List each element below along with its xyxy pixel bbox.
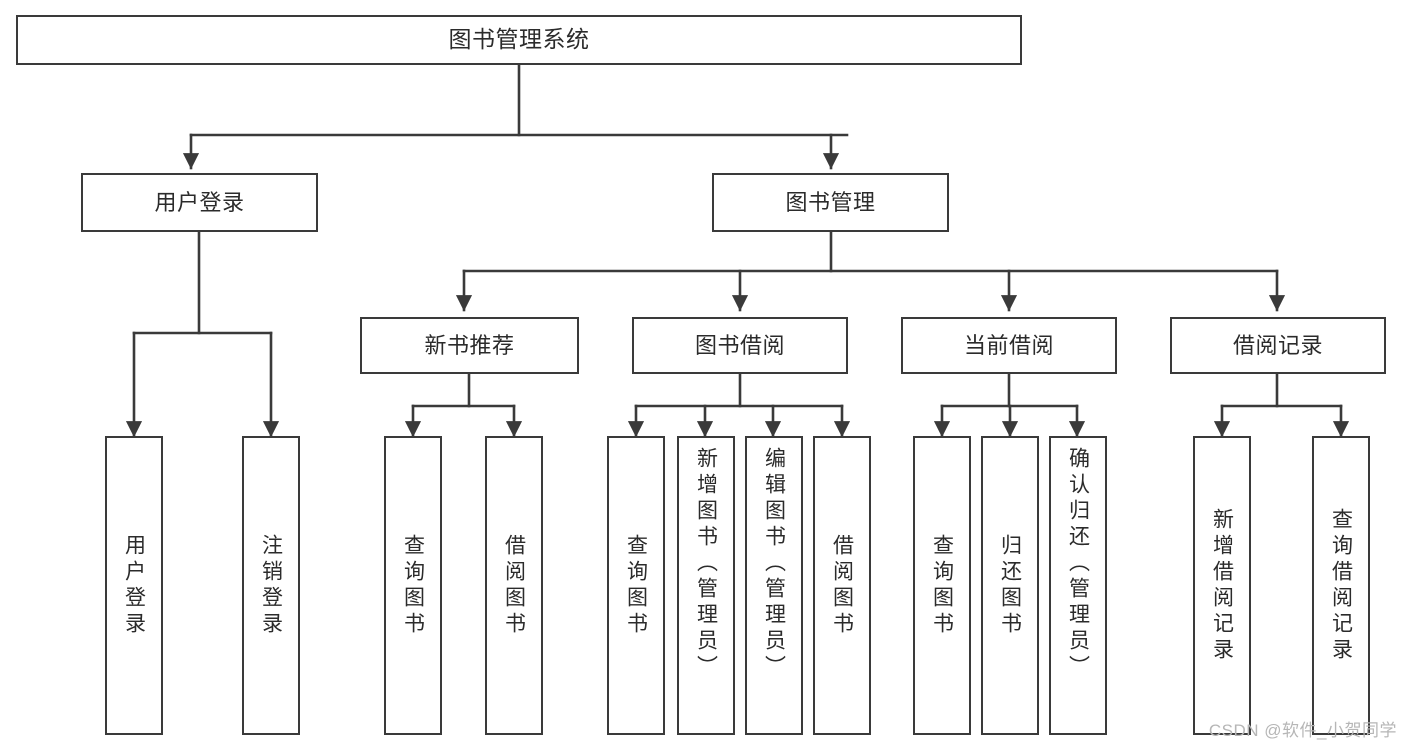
- node-label: 借阅图书: [502, 533, 526, 638]
- node-label: 查询图书: [624, 533, 648, 638]
- node-label: 查询借阅记录: [1329, 507, 1353, 664]
- node-label: 图书管理系统: [448, 26, 590, 53]
- node-label: 注销登录: [259, 533, 283, 638]
- node-label: 新增图书（管理员）: [694, 447, 718, 681]
- node-new-book-recommendation[interactable]: 新书推荐: [360, 317, 579, 374]
- node-label: 查询图书: [930, 533, 954, 638]
- leaf-query-borrow-record[interactable]: 查询借阅记录: [1312, 436, 1370, 735]
- leaf-borrow-books-borrowing[interactable]: 借阅图书: [813, 436, 871, 735]
- leaf-query-books-recommendation[interactable]: 查询图书: [384, 436, 442, 735]
- leaf-query-books-borrowing[interactable]: 查询图书: [607, 436, 665, 735]
- leaf-query-books-current[interactable]: 查询图书: [913, 436, 971, 735]
- node-label: 查询图书: [401, 533, 425, 638]
- node-label: 新书推荐: [424, 332, 515, 358]
- node-label: 用户登录: [122, 533, 146, 638]
- node-root-book-management-system[interactable]: 图书管理系统: [16, 15, 1022, 65]
- node-book-management[interactable]: 图书管理: [712, 173, 949, 232]
- node-label: 图书管理: [785, 189, 876, 215]
- node-current-borrowing[interactable]: 当前借阅: [901, 317, 1117, 374]
- leaf-add-book-admin[interactable]: 新增图书（管理员）: [677, 436, 735, 735]
- node-label: 编辑图书（管理员）: [762, 447, 786, 681]
- leaf-return-books[interactable]: 归还图书: [981, 436, 1039, 735]
- node-label: 归还图书: [998, 533, 1022, 638]
- node-borrowing-records[interactable]: 借阅记录: [1170, 317, 1386, 374]
- leaf-borrow-books-recommendation[interactable]: 借阅图书: [485, 436, 543, 735]
- watermark-text: CSDN @软件_小贺同学: [1208, 721, 1397, 740]
- leaf-add-borrow-record[interactable]: 新增借阅记录: [1193, 436, 1251, 735]
- node-book-borrowing[interactable]: 图书借阅: [632, 317, 848, 374]
- leaf-edit-book-admin[interactable]: 编辑图书（管理员）: [745, 436, 803, 735]
- node-label: 借阅记录: [1232, 332, 1323, 358]
- node-label: 图书借阅: [694, 332, 785, 358]
- node-label: 新增借阅记录: [1210, 507, 1234, 664]
- node-label: 确认归还（管理员）: [1066, 447, 1090, 681]
- node-label: 借阅图书: [830, 533, 854, 638]
- leaf-confirm-return-admin[interactable]: 确认归还（管理员）: [1049, 436, 1107, 735]
- node-label: 当前借阅: [963, 332, 1054, 358]
- leaf-user-login[interactable]: 用户登录: [105, 436, 163, 735]
- leaf-logout[interactable]: 注销登录: [242, 436, 300, 735]
- node-label: 用户登录: [154, 189, 245, 215]
- node-user-login[interactable]: 用户登录: [81, 173, 318, 232]
